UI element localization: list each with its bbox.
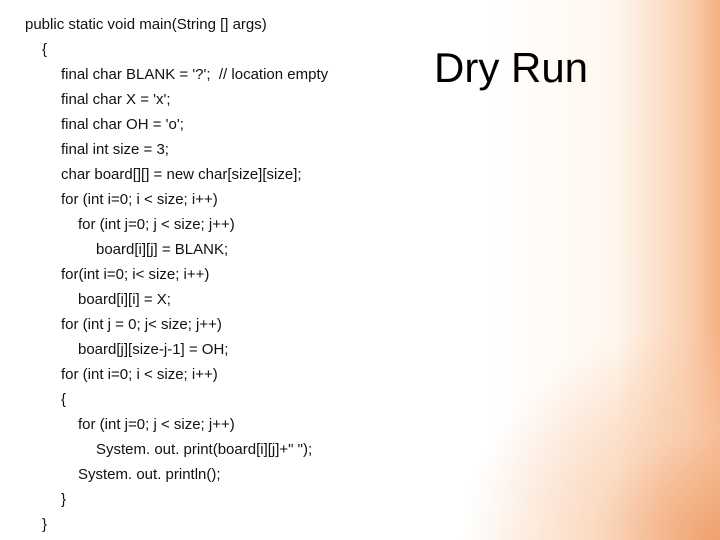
code-line: for (int i=0; i < size; i++) <box>61 366 218 383</box>
code-line: board[i][i] = X; <box>78 291 171 308</box>
code-line: System. out. print(board[i][j]+" "); <box>96 441 313 458</box>
code-line: { <box>61 391 67 408</box>
code-line: } <box>61 491 67 508</box>
code-line: for (int j=0; j < size; j++) <box>78 416 235 433</box>
code-line: char board[][] = new char[size][size]; <box>61 166 302 183</box>
code-line: } <box>42 516 48 533</box>
code-line: System. out. println(); <box>78 466 221 483</box>
code-line: for (int j=0; j < size; j++) <box>78 216 235 233</box>
code-line: final char X = 'x'; <box>61 91 171 108</box>
code-line: final int size = 3; <box>61 141 169 158</box>
code-line: public static void main(String [] args) <box>25 16 267 33</box>
code-line: final char BLANK = '?'; // location empt… <box>61 66 329 83</box>
code-line: board[i][j] = BLANK; <box>96 241 229 258</box>
background-gradient-corner <box>460 320 720 540</box>
code-line: { <box>42 41 48 58</box>
code-line: for (int j = 0; j< size; j++) <box>61 316 222 333</box>
slide-title: Dry Run <box>434 44 589 91</box>
code-line: final char OH = 'o'; <box>61 116 184 133</box>
code-line: for(int i=0; i< size; i++) <box>61 266 210 283</box>
code-line: board[j][size-j-1] = OH; <box>78 341 229 358</box>
code-line: for (int i=0; i < size; i++) <box>61 191 218 208</box>
